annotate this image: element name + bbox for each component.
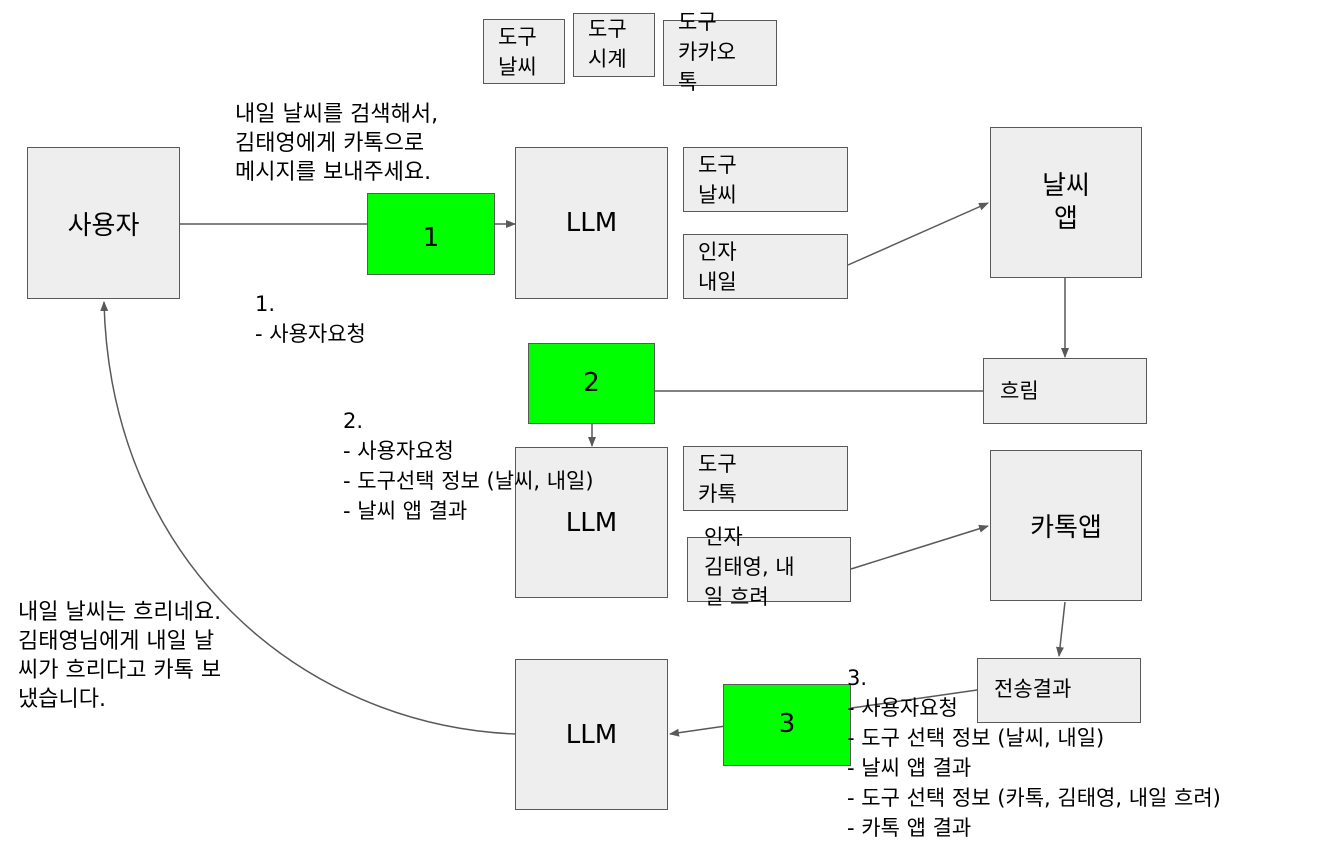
llm1-args-box: 인자 내일 — [683, 234, 848, 299]
note-1-text: 1. - 사용자요청 — [255, 292, 366, 346]
top-tool-clock-label: 도구 시계 — [588, 17, 627, 71]
llm-box-2-label: LLM — [565, 507, 618, 538]
llm2-tool-box: 도구 카톡 — [683, 446, 848, 511]
llm2-args-label: 인자 김태영, 내 일 흐려 — [704, 525, 795, 609]
llm1-tool-label: 도구 날씨 — [698, 153, 737, 207]
send-result-label: 전송결과 — [994, 677, 1072, 701]
step-3-marker: 3 — [723, 684, 851, 766]
note-2-text: 2. - 사용자요청 - 도구선택 정보 (날씨, 내일) - 날씨 앱 결과 — [343, 409, 594, 523]
weather-app-label: 날씨 앱 — [1042, 170, 1090, 234]
weather-app-box: 날씨 앱 — [990, 127, 1142, 278]
user-box: 사용자 — [27, 147, 180, 299]
llm-box-1-label: LLM — [565, 208, 618, 238]
weather-result-box: 흐림 — [983, 358, 1147, 424]
step-2-label: 2 — [583, 368, 600, 398]
llm-box-3: LLM — [515, 659, 668, 810]
top-tool-clock: 도구 시계 — [573, 13, 655, 77]
arrow-args2-to-kakao-app — [850, 524, 989, 570]
arrow-args-to-weather-app — [847, 202, 989, 266]
user-request-text: 내일 날씨를 검색해서, 김태영에게 카톡으로 메시지를 보내주세요. — [235, 102, 439, 185]
step-1-marker: 1 — [367, 193, 495, 275]
user-box-label: 사용자 — [67, 210, 140, 241]
llm2-tool-label: 도구 카톡 — [698, 452, 737, 506]
llm1-args-label: 인자 내일 — [698, 240, 737, 294]
final-answer-text: 내일 날씨는 흐리네요. 김태영님에게 내일 날 씨가 흐리다고 카톡 보 냈습… — [18, 600, 222, 712]
llm2-args-box: 인자 김태영, 내 일 흐려 — [687, 525, 851, 609]
note-3-text: 3. - 사용자요청 - 도구 선택 정보 (날씨, 내일) - 날씨 앱 결과… — [847, 666, 1221, 840]
llm1-tool-box: 도구 날씨 — [683, 147, 848, 212]
llm-box-2: LLM — [515, 447, 668, 598]
top-tool-weather-label: 도구 날씨 — [498, 25, 537, 79]
top-tool-kakaotalk-label: 도구 카카오 톡 — [678, 10, 736, 94]
step-2-marker: 2 — [528, 343, 655, 424]
step-1-label: 1 — [422, 223, 440, 253]
step-3-label: 3 — [778, 709, 796, 739]
kakao-app-box: 카톡앱 — [990, 450, 1142, 601]
send-result-box: 전송결과 — [977, 658, 1141, 723]
arrow-kakao-app-to-send-result — [1056, 601, 1066, 657]
kakao-app-label: 카톡앱 — [1030, 513, 1102, 543]
llm-box-3-label: LLM — [565, 719, 618, 750]
top-tool-weather: 도구 날씨 — [483, 19, 565, 84]
llm-box-1: LLM — [515, 147, 668, 299]
top-tool-kakaotalk: 도구 카카오 톡 — [663, 10, 777, 94]
weather-result-label: 흐림 — [1000, 379, 1039, 403]
